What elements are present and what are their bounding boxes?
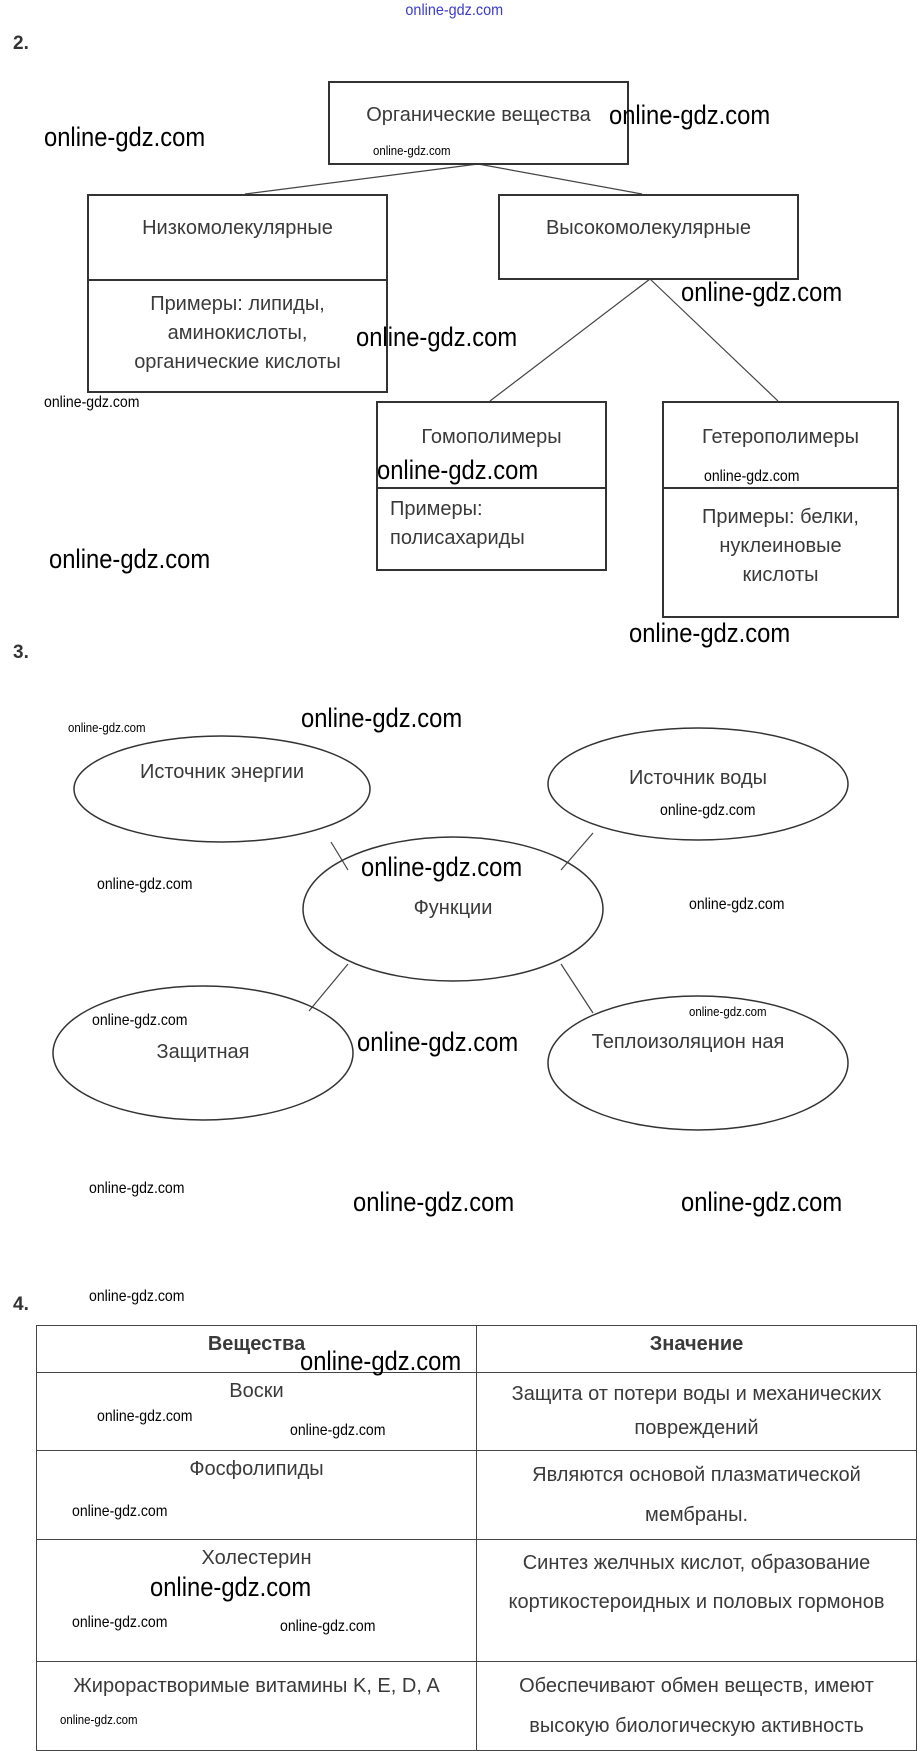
box-title: Гетерополимеры (702, 426, 859, 448)
table-cell: Защита от потери воды и механических пов… (476, 1372, 917, 1451)
connector-line (560, 832, 594, 871)
connector-line (330, 841, 349, 871)
watermark: online-gdz.com (681, 277, 843, 307)
table-row: Воски Защита от потери воды и механическ… (36, 1372, 917, 1451)
divider (89, 279, 386, 281)
watermark: online-gdz.com (97, 1408, 193, 1425)
table-cell: Обеспечивают обмен веществ, имеют высоку… (476, 1661, 917, 1751)
watermark: online-gdz.com (49, 544, 211, 574)
watermark: online-gdz.com (660, 802, 756, 819)
connector-line (489, 278, 651, 402)
connector-line (560, 963, 594, 1014)
ellipse-water (547, 727, 849, 841)
watermark: online-gdz.com (681, 1187, 843, 1217)
connector-line (244, 163, 479, 195)
watermark: online-gdz.com (357, 1027, 519, 1057)
watermark: online-gdz.com (89, 1180, 185, 1197)
table-row: Фосфолипиды Являются основой плазматичес… (36, 1450, 917, 1540)
column-header-meaning: Значение (476, 1325, 917, 1373)
watermark: online-gdz.com (300, 1346, 462, 1376)
table-cell: Жирорастворимые витамины K, E, D, A (36, 1661, 477, 1751)
task-2-number: 2. (13, 33, 29, 54)
watermark: online-gdz.com (629, 618, 791, 648)
node-water-source: Источник воды (628, 767, 768, 789)
table-cell: Холестерин (36, 1539, 477, 1662)
watermark: online-gdz.com (150, 1572, 312, 1602)
table-cell: Синтез желчных кислот, образование корти… (476, 1539, 917, 1662)
box-heteropolymers: Гетерополимеры Примеры: белки, нуклеинов… (662, 401, 899, 618)
watermark: online-gdz.com (72, 1503, 168, 1520)
watermark: online-gdz.com (290, 1422, 386, 1439)
watermark: online-gdz.com (60, 1712, 138, 1727)
table-cell: Фосфолипиды (36, 1450, 477, 1540)
task-3-number: 3. (13, 642, 29, 663)
watermark: online-gdz.com (609, 100, 771, 130)
ellipse-protective (52, 985, 354, 1121)
watermark: online-gdz.com (356, 322, 518, 352)
box-examples: Примеры: белки, нуклеиновые кислоты (702, 506, 859, 586)
node-energy-source: Источник энергии (139, 761, 305, 783)
table-header-row: Вещества Значение (36, 1325, 917, 1373)
connector-line (649, 278, 779, 402)
box-title: Низкомолекулярные (142, 217, 333, 239)
watermark: online-gdz.com (68, 720, 146, 735)
ellipse-thermal (547, 995, 849, 1131)
watermark: online-gdz.com (280, 1618, 376, 1635)
box-title: Гомополимеры (421, 426, 562, 448)
box-high-molecular: Высокомолекулярные (498, 194, 799, 280)
box-title: Органические вещества (366, 104, 591, 126)
watermark: online-gdz.com (353, 1187, 515, 1217)
watermark: online-gdz.com (44, 122, 206, 152)
table-row: Жирорастворимые витамины K, E, D, A Обес… (36, 1661, 917, 1751)
box-title: Высокомолекулярные (545, 217, 752, 239)
box-homopolymers: Гомополимеры Примеры: полисахариды (376, 401, 607, 571)
node-protective: Защитная (156, 1041, 250, 1063)
watermark: online-gdz.com (97, 876, 193, 893)
connector-line (308, 963, 349, 1012)
ellipse-energy (73, 735, 371, 843)
watermark: online-gdz.com (377, 455, 539, 485)
watermark: online-gdz.com (373, 143, 451, 158)
watermark: online-gdz.com (689, 1004, 767, 1019)
task-4-number: 4. (13, 1294, 29, 1315)
watermark: online-gdz.com (44, 394, 140, 411)
box-examples: Примеры: липиды, аминокислоты, органичес… (134, 293, 341, 373)
watermark: online-gdz.com (301, 703, 463, 733)
divider (664, 487, 897, 489)
watermark: online-gdz.com (89, 1288, 185, 1305)
connector-line (477, 163, 643, 195)
table-cell: Воски (36, 1372, 477, 1451)
header-watermark: online-gdz.com (405, 2, 504, 19)
table-row: Холестерин Синтез желчных кислот, образо… (36, 1539, 917, 1662)
divider (378, 487, 605, 489)
watermark: online-gdz.com (689, 896, 785, 913)
lipids-table: Вещества Значение Воски Защита от потери… (36, 1325, 917, 1751)
node-functions: Функции (413, 897, 493, 919)
watermark: online-gdz.com (72, 1614, 168, 1631)
watermark: online-gdz.com (92, 1012, 188, 1029)
watermark: online-gdz.com (361, 852, 523, 882)
watermark: online-gdz.com (704, 468, 800, 485)
box-low-molecular: Низкомолекулярные Примеры: липиды, амино… (87, 194, 388, 393)
ellipse-functions (302, 836, 604, 982)
box-examples: Примеры: полисахариды (390, 498, 525, 549)
node-thermal-insulation: Теплоизоляцион ная (591, 1031, 785, 1053)
box-organic-substances: Органические вещества (328, 81, 629, 165)
table-cell: Являются основой плазматической мембраны… (476, 1450, 917, 1540)
